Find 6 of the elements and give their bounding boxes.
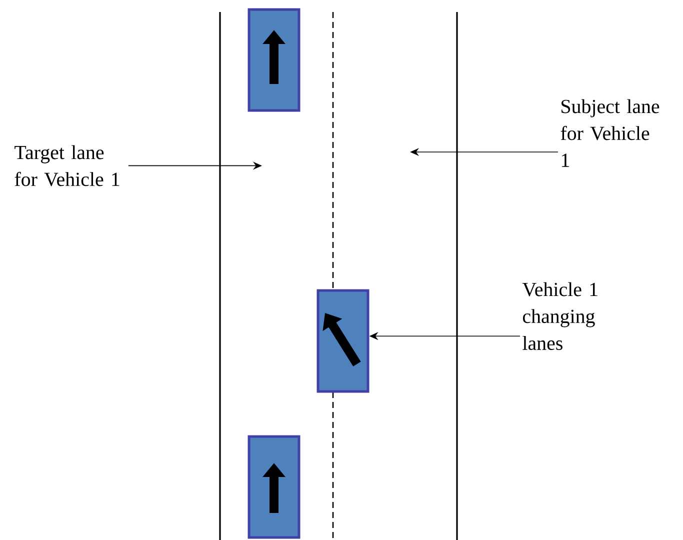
car-drawing [248,8,300,112]
label-text: Target lane for Vehicle 1 [14,145,120,186]
car-drawing [248,435,300,539]
label-text: Subject lane for Vehicle 1 [560,99,660,167]
label-text: Vehicle 1 changing lanes [522,282,598,350]
car-drawing [316,289,370,393]
